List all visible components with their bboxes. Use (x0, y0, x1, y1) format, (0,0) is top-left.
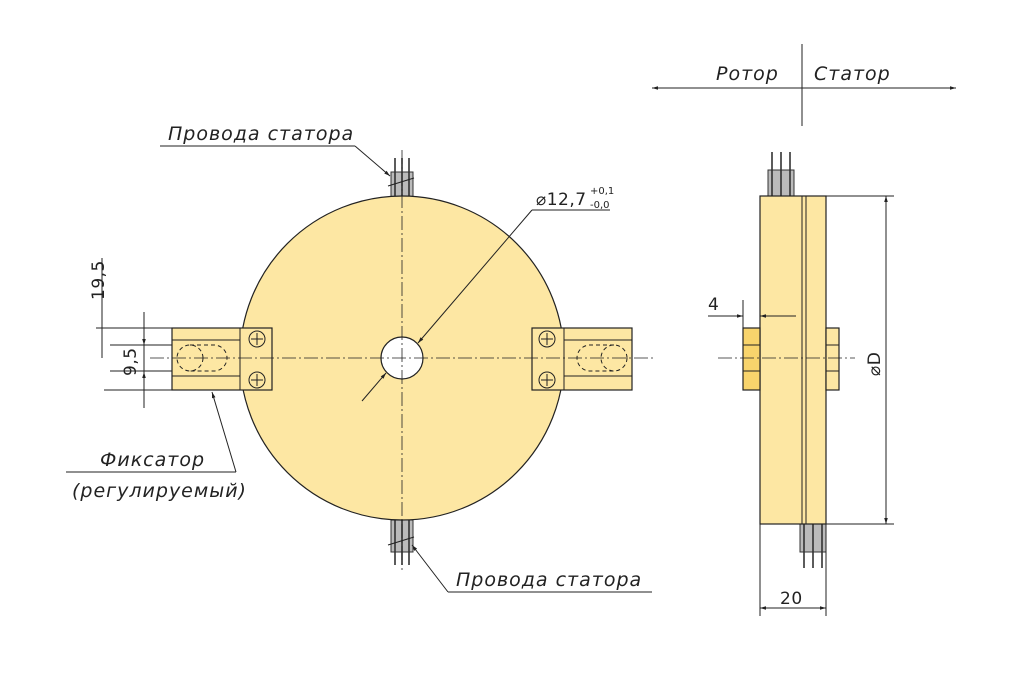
screw-icon (248, 371, 266, 389)
dim-19-5: 19,5 (89, 260, 109, 300)
dim-9-5: 9,5 (121, 347, 141, 376)
front-view: ⌀12,7 +0,1 -0,0 Провода статора Провода … (66, 123, 655, 593)
fixator-side (825, 327, 840, 391)
dim-4: 4 (708, 295, 719, 315)
side-body (759, 195, 827, 525)
screw-icon (248, 330, 266, 348)
wires-bottom-label: Провода статора (456, 569, 642, 591)
wires-top-label: Провода статора (168, 123, 354, 145)
stator-label: Статор (814, 63, 891, 85)
screw-icon (538, 330, 556, 348)
fixator-left (171, 327, 273, 391)
side-wires-bottom (799, 521, 827, 568)
stator-wires-bottom (387, 519, 415, 565)
bore-tolerance-upper: +0,1 (590, 186, 614, 197)
side-view: Ротор Статор 4 ⌀D 20 (652, 44, 956, 616)
dim-outer-diameter: ⌀D (865, 352, 885, 376)
rotor-label: Ротор (716, 63, 779, 85)
fixator-label: Фиксатор (100, 449, 205, 471)
bore-diameter-label: ⌀12,7 (536, 190, 587, 210)
rotor-flange-left (742, 327, 761, 391)
fixator-sublabel: (регулируемый) (72, 480, 247, 502)
screw-icon (538, 371, 556, 389)
dim-20: 20 (780, 589, 803, 609)
bore-tolerance-lower: -0,0 (590, 200, 610, 211)
stator-wires-top (387, 158, 415, 201)
side-wires-top (767, 152, 795, 199)
fixator-right (531, 327, 633, 391)
